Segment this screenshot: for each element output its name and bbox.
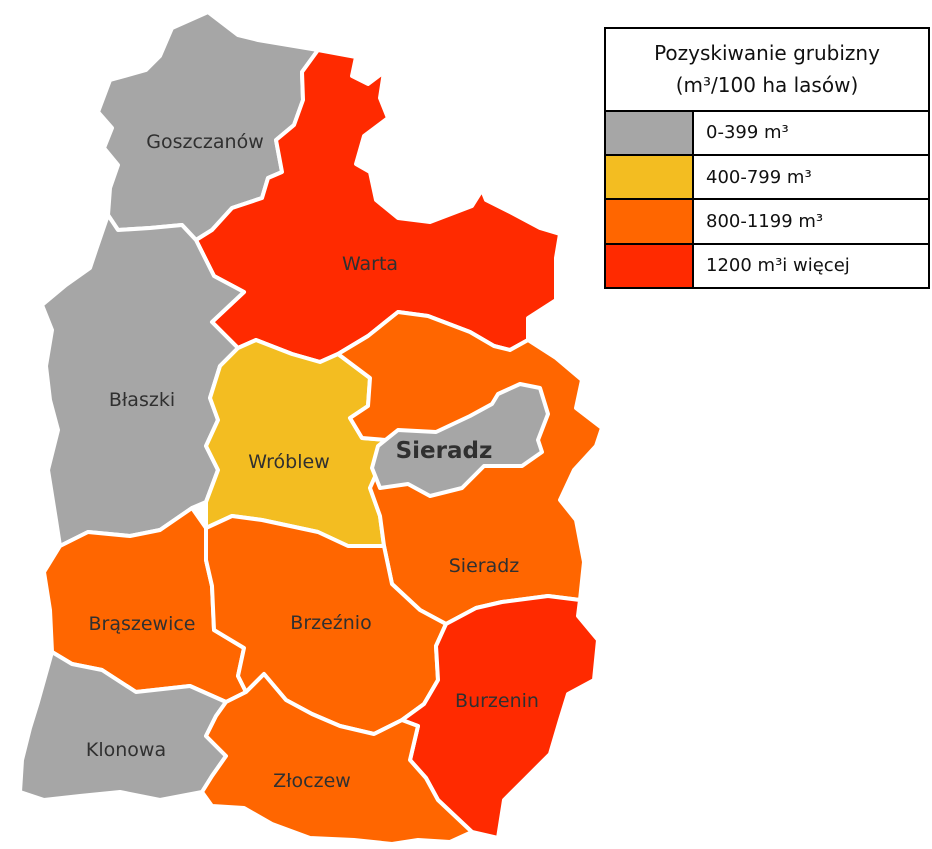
region-label-sieradz-gmina: Sieradz [449, 555, 520, 577]
legend-row: 800-1199 m³ [604, 198, 930, 245]
legend-swatch-orange [604, 198, 694, 245]
region-label-burzenin: Burzenin [455, 690, 539, 712]
region-label-brzeznio: Brzeźnio [290, 612, 371, 634]
legend-swatch-yellow [604, 153, 694, 201]
legend-label: 800-1199 m³ [692, 198, 930, 245]
region-label-blaszki: Błaszki [109, 389, 175, 411]
legend-label: 0-399 m³ [692, 109, 930, 156]
map-legend: Pozyskiwanie grubizny (m³/100 ha lasów) … [604, 27, 930, 290]
region-label-klonowa: Klonowa [86, 739, 166, 761]
legend-label: 1200 m³i więcej [692, 242, 930, 290]
region-label-zloczew: Złoczew [273, 770, 351, 792]
legend-row: 400-799 m³ [604, 153, 930, 201]
legend-row: 1200 m³i więcej [604, 242, 930, 290]
legend-row: 0-399 m³ [604, 109, 930, 156]
region-label-goszczanow: Goszczanów [146, 131, 264, 153]
region-label-wroblew: Wróblew [248, 451, 330, 473]
region-burzenin[interactable] [400, 594, 600, 840]
region-label-sieradz-miasto: Sieradz [396, 438, 493, 464]
legend-title-line1: Pozyskiwanie grubizny [654, 41, 880, 66]
legend-title: Pozyskiwanie grubizny (m³/100 ha lasów) [604, 27, 930, 112]
region-zloczew[interactable] [200, 672, 474, 846]
region-sieradz-miasto[interactable] [370, 382, 550, 498]
legend-title-line2: (m³/100 ha lasów) [675, 73, 859, 98]
legend-swatch-gray [604, 109, 694, 156]
region-label-braszewice: Brąszewice [88, 613, 195, 635]
region-label-warta: Warta [342, 253, 398, 275]
legend-swatch-red [604, 242, 694, 290]
legend-label: 400-799 m³ [692, 153, 930, 201]
